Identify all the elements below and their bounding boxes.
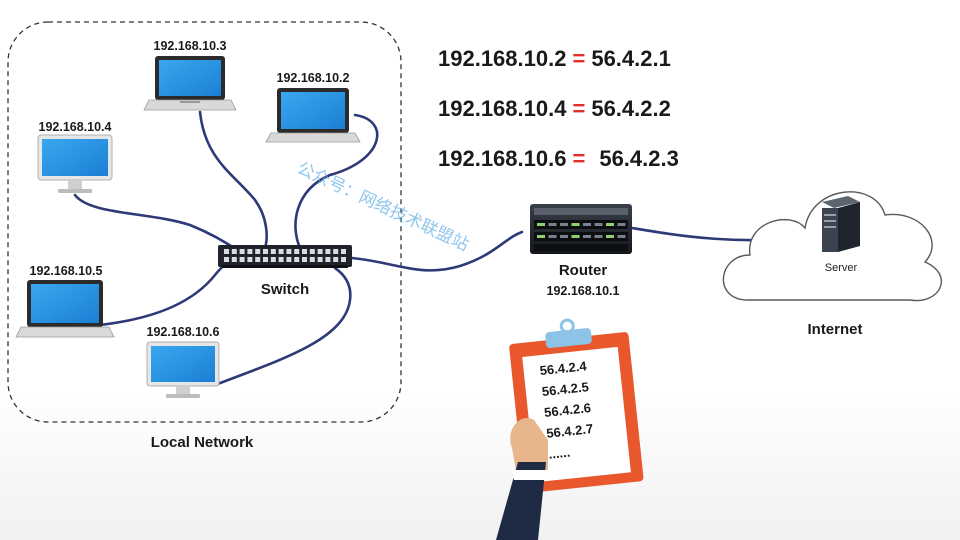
cable-laptop-3 [198,110,268,250]
router-light [560,223,568,226]
router-light [560,235,568,238]
router-light [583,235,591,238]
laptop-192-168-10-2[interactable] [265,88,361,143]
switch-port [278,249,284,254]
switch-port [309,257,315,262]
server-label: Server [825,262,858,274]
laptop-192-168-10-5[interactable] [15,280,115,338]
switch-device[interactable] [218,245,352,268]
watermark: 公众号：网络技术联盟站 [294,158,472,255]
ip-label: 192.168.10.3 [154,39,227,53]
cable-laptop-5 [98,256,234,327]
private-ip: 192.168.10.6 [438,146,566,171]
switch-port [263,257,268,262]
switch-port [255,257,261,262]
switch-port [224,249,229,254]
public-ip: 56.4.2.2 [591,96,671,121]
router-label: Router [559,262,607,279]
router-light [617,223,626,226]
switch-port [239,257,245,262]
mapping-row: 192.168.10.6= 56.4.2.3 [438,146,679,171]
switch-port [294,257,300,262]
switch-ports [224,249,346,262]
switch-port [231,257,237,262]
cable-laptop-4 [73,193,242,254]
switch-port [294,249,300,254]
switch-port [278,257,284,262]
hand-icon [496,418,548,540]
switch-port [325,257,331,262]
clipboard-item: 56.4.2.4 [539,358,588,378]
router-light [548,223,557,226]
router-light [571,223,580,226]
clipboard-lines: 56.4.2.456.4.2.556.4.2.656.4.2.7...... [539,358,594,462]
equals-sign: = [572,146,585,171]
ip-label: 192.168.10.4 [39,120,112,134]
local-network-boundary [7,21,402,423]
ip-label: 192.168.10.5 [30,264,103,278]
nat-mapping-table: 192.168.10.2=56.4.2.1 192.168.10.4=56.4.… [438,46,679,171]
clipboard-item: 56.4.2.7 [546,421,594,441]
switch-port [239,249,245,254]
switch-port [341,249,346,254]
router-ip: 192.168.10.1 [547,284,620,298]
public-ip: 56.4.2.3 [599,146,679,171]
switch-port [255,249,261,254]
router-light [594,223,603,226]
switch-port [263,249,268,254]
equals-sign: = [572,96,585,121]
public-ip: 56.4.2.1 [591,46,671,71]
router-light [537,223,545,226]
switch-port [231,249,237,254]
switch-port [247,257,253,262]
equals-sign: = [572,46,585,71]
router-light [617,235,626,238]
router-light [606,235,614,238]
server-icon [822,196,860,252]
router-light [594,235,603,238]
clipboard-item: ...... [548,445,571,462]
ip-label: 192.168.10.2 [277,71,350,85]
clipboard-item: 56.4.2.5 [541,379,589,399]
switch-port [247,249,253,254]
switch-port [333,257,339,262]
switch-port [317,249,323,254]
clipboard-item: 56.4.2.6 [543,400,591,420]
switch-label: Switch [261,281,309,298]
router-device[interactable] [530,204,632,254]
switch-port [286,257,292,262]
switch-port [302,257,307,262]
router-light [583,223,591,226]
mapping-row: 192.168.10.2=56.4.2.1 [438,46,671,71]
cable-laptop-2 [294,113,379,250]
desktop-192-168-10-4[interactable] [37,134,113,193]
desktop-192-168-10-6[interactable] [146,341,220,398]
switch-port [309,249,315,254]
cable-laptop-6 [213,266,352,387]
router-light [548,235,557,238]
switch-port [341,257,346,262]
private-ip: 192.168.10.4 [438,96,567,121]
router-light [606,223,614,226]
switch-port [270,257,276,262]
switch-port [270,249,276,254]
local-network-label: Local Network [151,434,254,451]
private-ip: 192.168.10.2 [438,46,566,71]
switch-port [333,249,339,254]
switch-port [317,257,323,262]
router-lights [537,223,626,238]
switch-port [286,249,292,254]
cable-switch-router [350,230,524,272]
switch-port [325,249,331,254]
internet-label: Internet [807,321,862,338]
mapping-row: 192.168.10.4=56.4.2.2 [438,96,671,121]
router-light [537,235,545,238]
laptop-192-168-10-3[interactable] [143,56,237,111]
switch-port [302,249,307,254]
ip-label: 192.168.10.6 [147,325,220,339]
switch-port [224,257,229,262]
router-light [571,235,580,238]
